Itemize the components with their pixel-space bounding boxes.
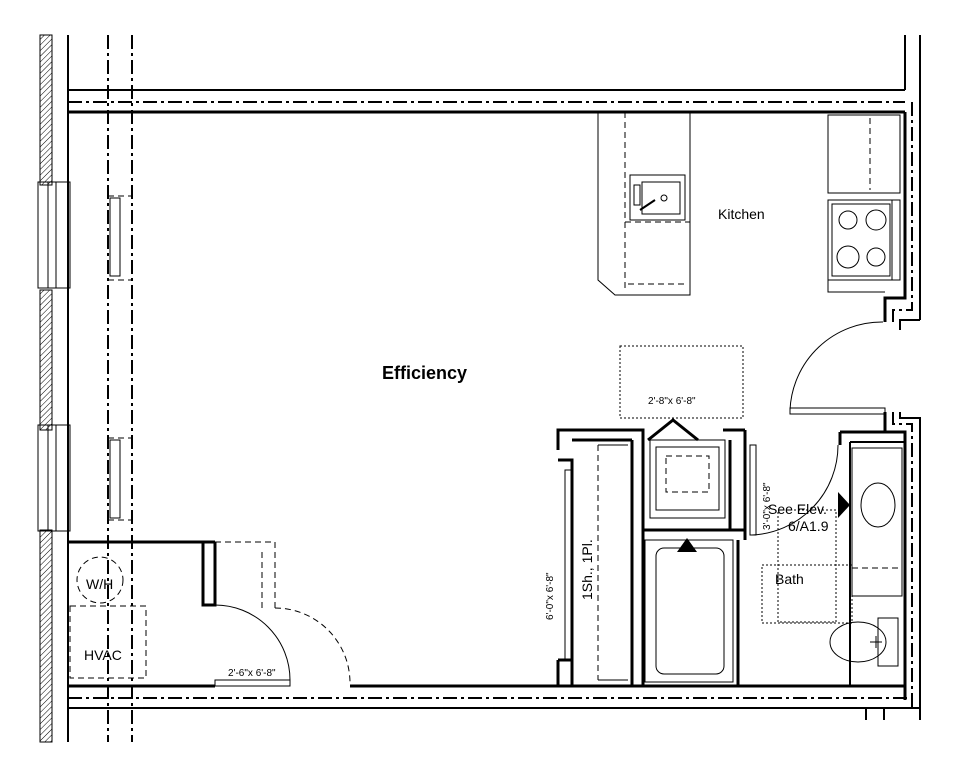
window-left-2: [37, 424, 71, 532]
closet-walls: [556, 428, 747, 686]
room-label-kitchen: Kitchen: [718, 206, 765, 222]
see-elevation-callout: See Elev. 6/A1.9: [768, 492, 850, 534]
elevation-marker-icon: [677, 538, 697, 552]
bath-walls: [736, 430, 905, 686]
room-label-efficiency: Efficiency: [382, 363, 467, 383]
kitchen-island: [597, 111, 691, 296]
see-elev-line2: 6/A1.9: [788, 518, 829, 534]
exterior-wall-left: [39, 34, 69, 743]
kitchen-door: [789, 321, 886, 415]
bathtub: [644, 538, 734, 683]
see-elev-line1: See Elev.: [768, 501, 827, 517]
laundry-unit: [647, 418, 726, 519]
toilet: [829, 617, 899, 667]
wall-top: [68, 35, 921, 320]
closet-door-outline: 2'-8"x 6'-8": [619, 345, 744, 419]
entry-closet-walls: [68, 540, 276, 679]
closet-opening-dimension: 6'-0"x 6'-8": [545, 572, 556, 620]
bath-door: 3'-0"x 6'-8": [749, 444, 839, 536]
vanity: [851, 447, 903, 597]
bath-clearance: [761, 509, 853, 624]
wall-bottom: [68, 684, 920, 720]
elevation-arrow-icon: [838, 492, 850, 518]
closet-door-dimension: 2'-8"x 6'-8": [648, 396, 696, 407]
entry-door-dimension: 2'-6"x 6'-8": [228, 668, 276, 679]
refrigerator: [827, 114, 901, 194]
entry-door: 2'-6"x 6'-8": [214, 604, 351, 687]
soffit-line-left: [107, 35, 133, 742]
window-left-1: [37, 181, 71, 289]
wall-right: [883, 102, 921, 720]
bath-door-dimension: 3'-0"x 6'-8": [762, 482, 773, 530]
shelf-label: 1Sh., 1Pl.: [579, 539, 595, 600]
water-heater-label: W/H: [86, 576, 113, 592]
kitchen-sink: [629, 174, 686, 221]
hvac-label: HVAC: [84, 647, 122, 663]
range: [827, 199, 901, 293]
room-label-bath: Bath: [775, 571, 804, 587]
